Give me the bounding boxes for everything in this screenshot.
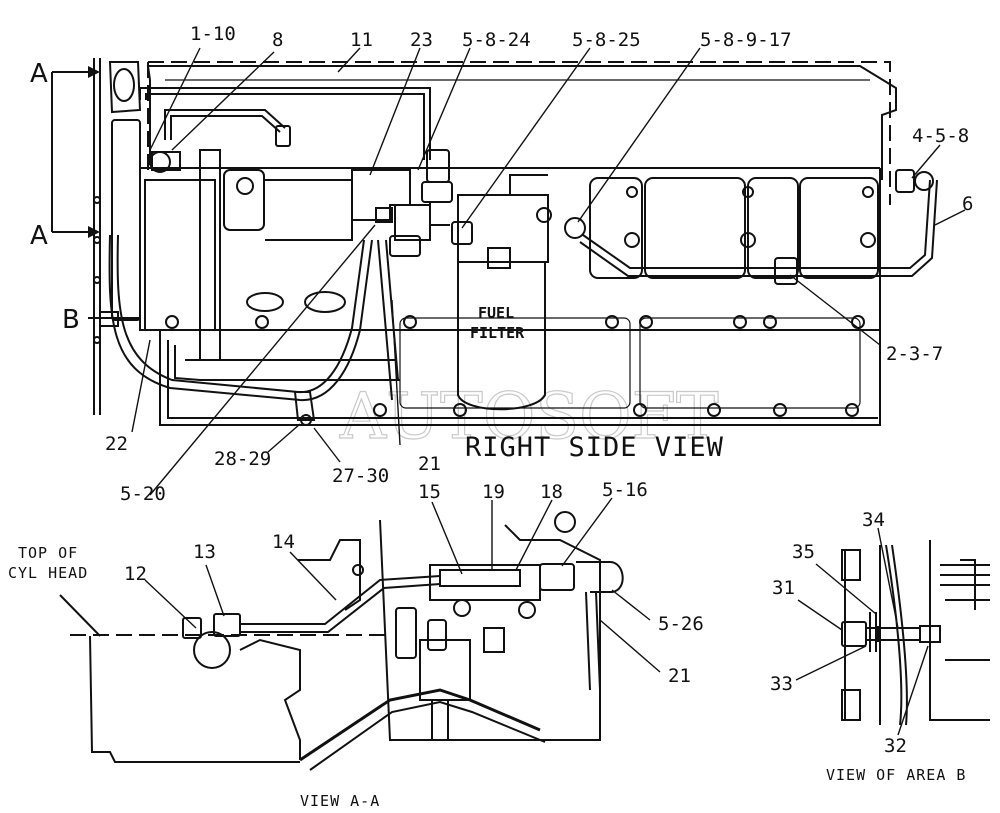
top-of-cyl-head-line2: CYL HEAD	[8, 564, 88, 582]
right-side-view-title: RIGHT SIDE VIEW	[465, 432, 724, 463]
top-of-cyl-head-line1: TOP OF	[18, 544, 78, 562]
section-marker-b: B	[62, 305, 80, 335]
callout-5-16: 5-16	[602, 479, 648, 501]
callout-5-8-24: 5-8-24	[462, 29, 531, 51]
callout-8: 8	[272, 29, 283, 51]
view-area-b-leaders	[795, 527, 929, 736]
right-side-view-drawing	[51, 58, 938, 426]
right-side-leaders	[131, 47, 966, 496]
callout-31: 31	[772, 577, 795, 599]
callout-22: 22	[105, 433, 128, 455]
callout-35: 35	[792, 541, 815, 563]
callout-11: 11	[350, 29, 373, 51]
callout-5-26: 5-26	[658, 613, 704, 635]
callout-18: 18	[540, 481, 563, 503]
callout-27-30: 27-30	[332, 465, 389, 487]
callout-14: 14	[272, 531, 295, 553]
callout-5-20: 5-20	[120, 483, 166, 505]
view-a-a-drawing	[59, 511, 624, 771]
callout-32: 32	[884, 735, 907, 757]
callout-4-5-8: 4-5-8	[912, 125, 969, 147]
view-a-a-title: VIEW A-A	[300, 792, 380, 810]
view-a-a-leaders	[144, 497, 661, 673]
callout-1-10: 1-10	[190, 23, 236, 45]
view-area-b-title: VIEW OF AREA B	[826, 766, 966, 784]
section-marker-a-top: A	[30, 59, 48, 89]
section-marker-a-bottom: A	[30, 221, 48, 251]
callout-13: 13	[193, 541, 216, 563]
callout-19: 19	[482, 481, 505, 503]
fuel-filter-label-line2: FILTER	[470, 324, 525, 342]
callout-21-view-a-a: 21	[668, 665, 691, 687]
callout-2-3-7: 2-3-7	[886, 343, 943, 365]
callout-33: 33	[770, 673, 793, 695]
callout-23: 23	[410, 29, 433, 51]
callout-34: 34	[862, 509, 885, 531]
fuel-filter-label-line1: FUEL	[478, 304, 514, 322]
callout-6: 6	[962, 193, 973, 215]
callout-15: 15	[418, 481, 441, 503]
callout-5-8-9-17: 5-8-9-17	[700, 29, 792, 51]
callout-5-8-25: 5-8-25	[572, 29, 641, 51]
callout-28-29: 28-29	[214, 448, 271, 470]
view-area-b-drawing	[841, 540, 990, 726]
callout-12: 12	[124, 563, 147, 585]
callout-21-right-view: 21	[418, 453, 441, 475]
